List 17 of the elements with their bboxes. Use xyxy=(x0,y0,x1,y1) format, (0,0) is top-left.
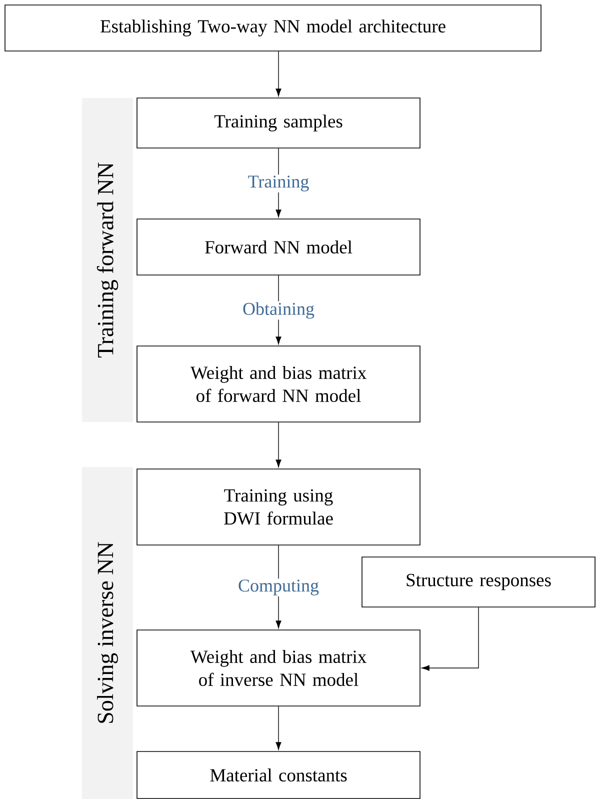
edge-label: Computing xyxy=(238,580,319,596)
process-box: Weight and bias matrix of forward NN model xyxy=(136,346,420,422)
process-box: Structure responses xyxy=(362,556,596,608)
edge-label: Obtaining xyxy=(243,302,314,319)
section-band: Solving inverse NN xyxy=(82,467,133,799)
process-box: Training using DWI formulae xyxy=(136,468,420,546)
edge-label: Training xyxy=(248,176,309,192)
process-box: Material constants xyxy=(136,751,420,799)
process-box: Weight and bias matrix of inverse NN model xyxy=(136,630,420,706)
section-band: Training forward NN xyxy=(82,98,133,422)
arrow xyxy=(422,607,479,671)
arrow xyxy=(276,706,282,750)
process-box: Forward NN model xyxy=(136,218,420,276)
process-box: Training samples xyxy=(136,98,420,148)
process-box: Establishing Two-way NN model architecture xyxy=(4,4,542,52)
arrow xyxy=(276,51,282,96)
arrow xyxy=(276,422,282,468)
